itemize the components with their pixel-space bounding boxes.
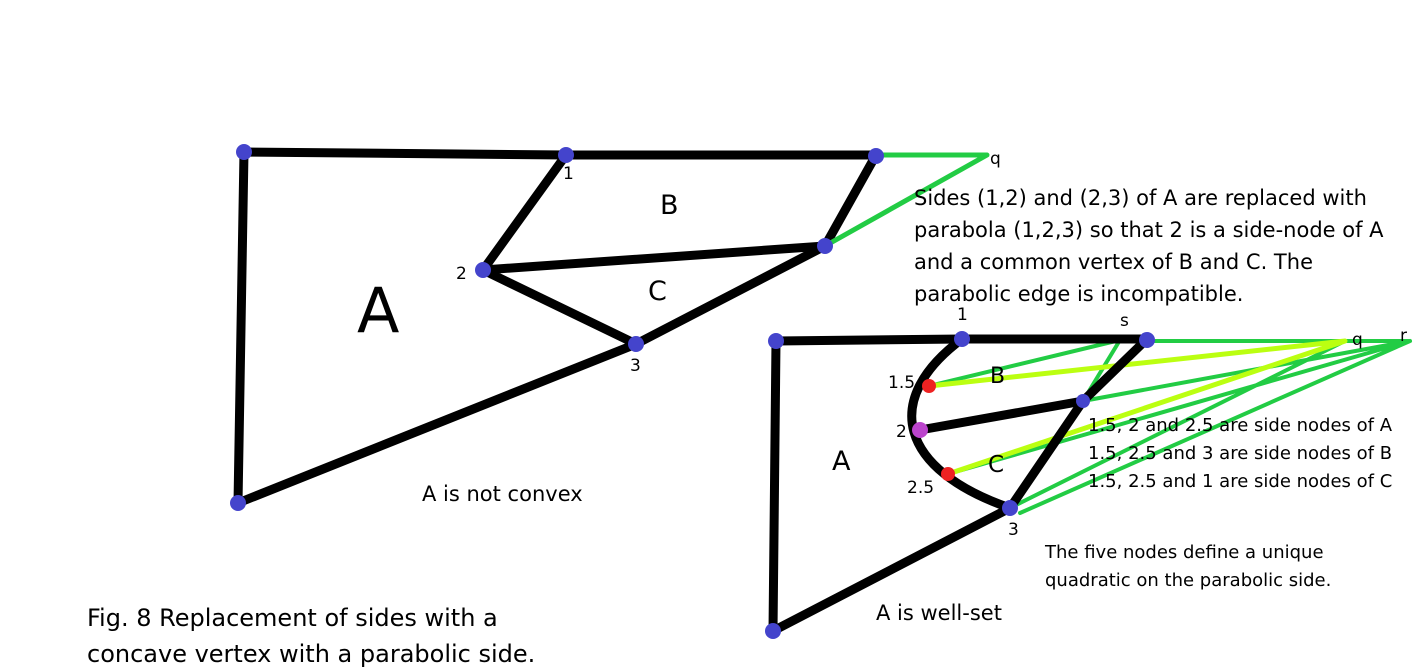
figure-caption-line-2: concave vertex with a parabolic side. <box>87 640 536 668</box>
right-region-b-label: B <box>990 364 1006 389</box>
vertex-node <box>236 144 252 160</box>
vertex-node <box>954 331 970 347</box>
side-nodes-line-1: 1.5, 2 and 2.5 are side nodes of A <box>1088 415 1393 436</box>
right-vertices <box>765 331 1155 639</box>
vertex-node <box>765 623 781 639</box>
right-node-2-label: 2 <box>896 422 907 442</box>
side-nodes-line-2: 1.5, 2.5 and 3 are side nodes of B <box>1088 443 1393 464</box>
figure-caption-line-1: Fig. 8 Replacement of sides with a <box>87 604 498 632</box>
left-inner-edges <box>478 152 826 349</box>
side-node-2 <box>912 422 928 438</box>
right-node-3-label: 3 <box>1008 520 1019 540</box>
left-green-edges <box>823 152 990 249</box>
right-top-edge <box>962 334 1152 511</box>
left-region-b-label: B <box>660 190 679 221</box>
left-node-3-label: 3 <box>630 356 641 376</box>
description-paragraph: Sides (1,2) and (2,3) of A are replaced … <box>914 186 1384 306</box>
vertex-node <box>817 238 833 254</box>
right-node-q-label: q <box>1352 330 1363 350</box>
side-node-2-5 <box>941 467 955 481</box>
vertex-node <box>868 148 884 164</box>
right-node-1-label: 1 <box>957 305 968 325</box>
five-nodes-line-2: quadratic on the parabolic side. <box>1045 570 1332 591</box>
left-node-1-label: 1 <box>563 164 574 184</box>
right-green-edges <box>927 338 1412 515</box>
vertex-node <box>768 333 784 349</box>
five-nodes-line-1: The five nodes define a unique <box>1045 542 1324 563</box>
left-outer-polygon-edges <box>233 147 881 508</box>
right-inner-edge <box>919 396 1084 435</box>
right-region-c-label: C <box>988 452 1005 478</box>
right-node-s-label: s <box>1120 311 1129 331</box>
side-node-1-5 <box>922 379 936 393</box>
side-nodes-line-3: 1.5, 2.5 and 1 are side nodes of C <box>1088 471 1393 492</box>
left-node-q-label: q <box>990 149 1001 169</box>
left-node-2-label: 2 <box>456 264 467 284</box>
left-figure-note: A is not convex <box>422 482 583 506</box>
left-figure <box>230 144 990 511</box>
right-figure <box>765 331 1412 639</box>
right-node-1-5-label: 1.5 <box>888 373 916 393</box>
vertex-node <box>1139 332 1155 348</box>
right-node-r-label: r <box>1400 326 1407 346</box>
right-figure-note: A is well-set <box>876 601 1002 625</box>
left-region-a-label: A <box>357 274 400 347</box>
left-region-c-label: C <box>648 276 667 307</box>
vertex-node <box>1002 500 1018 516</box>
right-node-2-5-label: 2.5 <box>907 478 935 498</box>
vertex-node <box>1076 394 1090 408</box>
vertex-node <box>628 336 644 352</box>
vertex-node <box>475 262 491 278</box>
vertex-node <box>230 495 246 511</box>
right-outer-polygon-edges <box>768 334 1013 636</box>
right-region-a-label: A <box>832 446 851 477</box>
left-vertices <box>230 144 884 511</box>
right-yellow-green-edges <box>926 338 1348 477</box>
vertex-node <box>558 147 574 163</box>
